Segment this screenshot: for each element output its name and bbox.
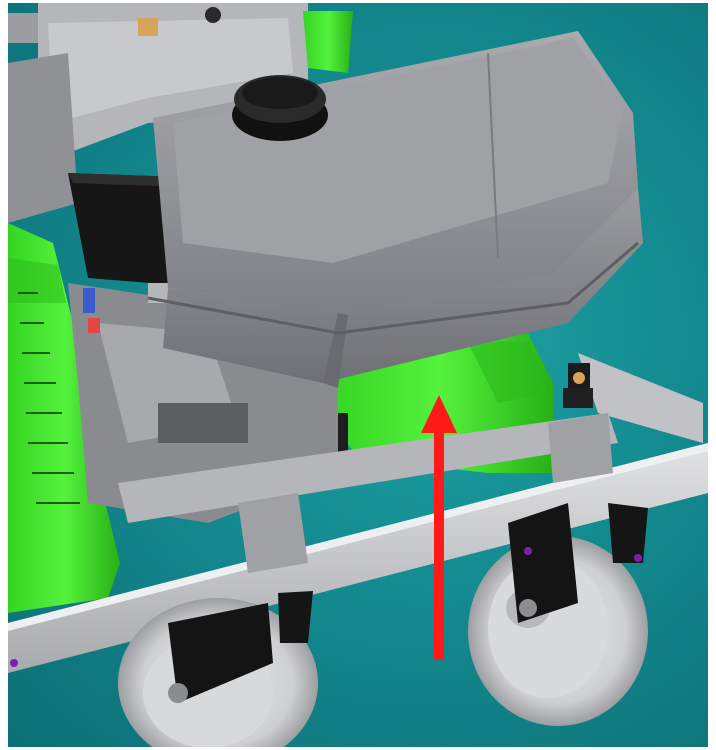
right-caster-wheel bbox=[468, 503, 648, 726]
cad-render-illustration bbox=[8, 3, 708, 747]
left-caster-wheel bbox=[118, 591, 318, 747]
cad-render-viewport bbox=[8, 3, 708, 747]
left-hopper bbox=[8, 223, 120, 613]
rear-hopper bbox=[303, 11, 353, 73]
arrow-up-icon bbox=[421, 395, 457, 660]
engine-block bbox=[8, 3, 308, 223]
tank-cap bbox=[232, 75, 328, 141]
fasteners bbox=[10, 547, 642, 667]
right-bracket bbox=[563, 353, 703, 443]
